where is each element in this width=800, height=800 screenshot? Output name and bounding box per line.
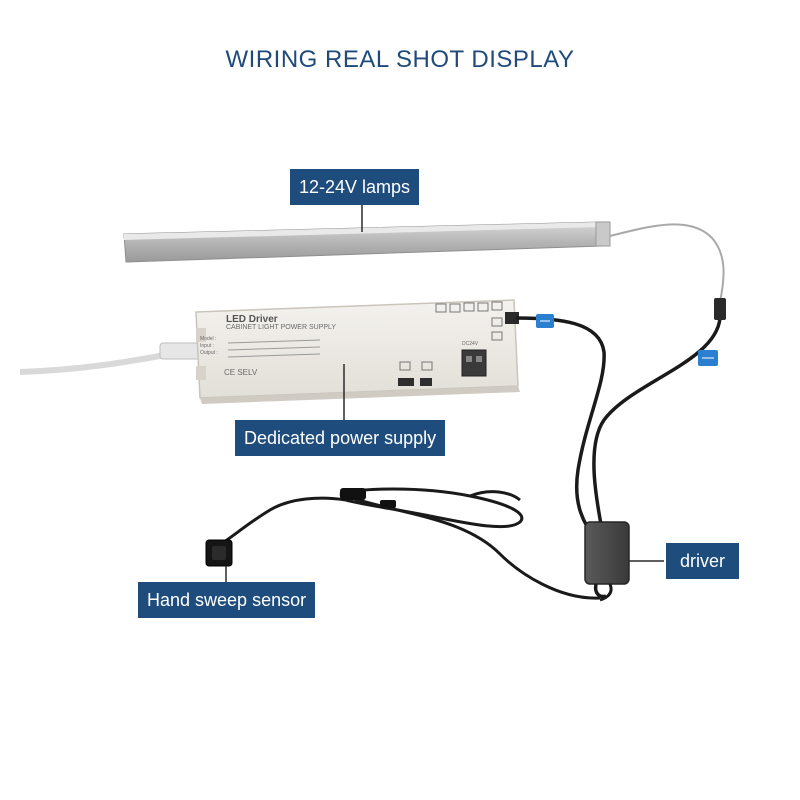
psu-spec-input: Input :	[200, 343, 214, 349]
label-power-supply: Dedicated power supply	[235, 420, 446, 456]
sensor-cable-connector	[340, 488, 366, 500]
page-title: WIRING REAL SHOT DISPLAY	[225, 46, 575, 73]
psu-terminal-label: DC24V	[462, 341, 479, 347]
label-driver: driver	[666, 543, 740, 579]
lamp-bar	[123, 221, 611, 263]
hand-sweep-sensor	[205, 539, 233, 567]
psu-spec-model: Model :	[200, 336, 217, 342]
driver-box	[584, 521, 630, 602]
psu-spec-output: Output :	[200, 350, 218, 356]
psu-to-driver-cable	[515, 316, 606, 541]
lamp-connector	[698, 298, 726, 366]
power-supply-box	[195, 299, 520, 404]
label-sensor: Hand sweep sensor	[138, 582, 316, 618]
mains-cable	[19, 342, 201, 375]
psu-brand: LED Driver	[226, 314, 278, 325]
lamp-cable	[609, 223, 725, 303]
psu-cert-marks: CE SELV	[224, 368, 258, 377]
leader-lines	[225, 204, 664, 584]
label-lamps: 12-24V lamps	[290, 169, 420, 205]
cable-tag-psu	[536, 314, 554, 328]
psu-subtitle: CABINET LIGHT POWER SUPPLY	[226, 324, 337, 331]
